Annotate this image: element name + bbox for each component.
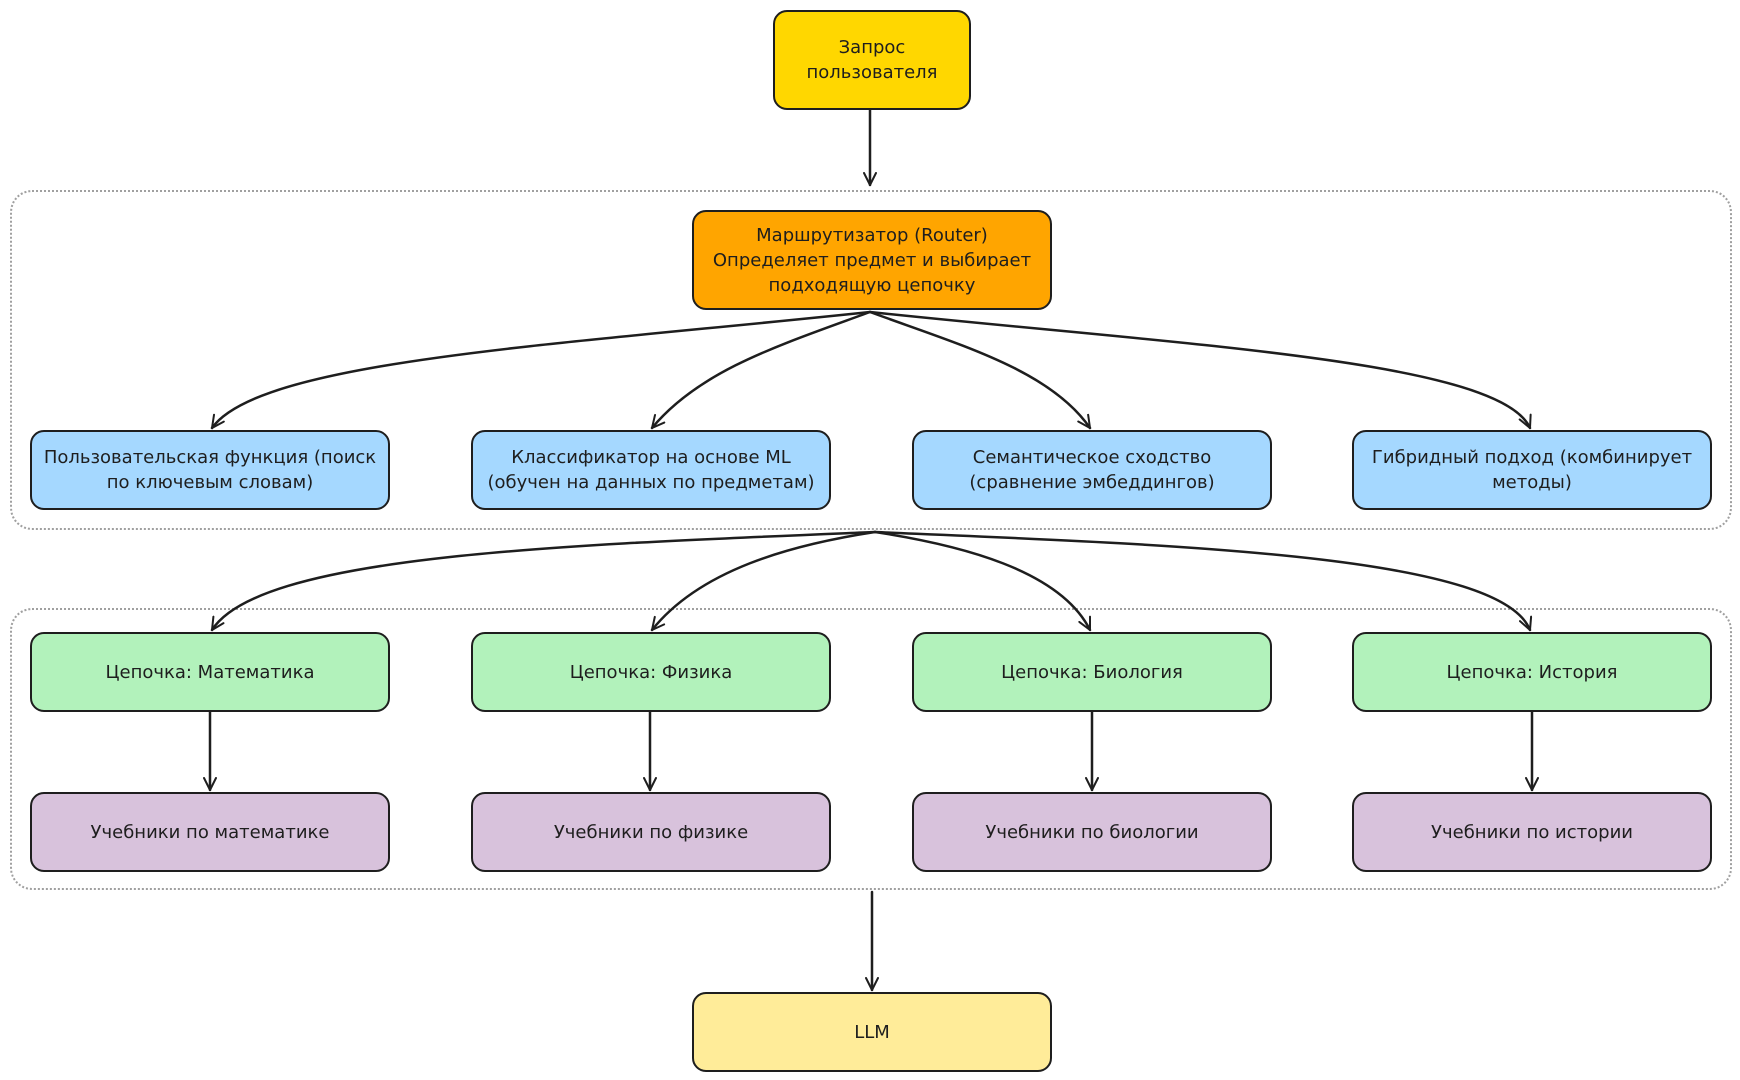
method-keyword-function-node: Пользовательская функция (поиск по ключе…: [30, 430, 390, 510]
method-ml-classifier-node: Классификатор на основе ML (обучен на да…: [471, 430, 831, 510]
chain-biology-node: Цепочка: Биология: [912, 632, 1272, 712]
router-node: Маршрутизатор (Router) Определяет предме…: [692, 210, 1052, 310]
chain-physics-node: Цепочка: Физика: [471, 632, 831, 712]
edge-methods-chain-4: [873, 530, 1533, 632]
user-query-node: Запрос пользователя: [773, 10, 971, 110]
edge-router-method-2: [650, 310, 872, 430]
chain-history-node: Цепочка: История: [1352, 632, 1712, 712]
llm-node: LLM: [692, 992, 1052, 1072]
edge-router-method-4: [868, 310, 1532, 430]
textbooks-biology-node: Учебники по биологии: [912, 792, 1272, 872]
edge-router-method-1: [210, 310, 872, 430]
method-hybrid-node: Гибридный подход (комбинирует методы): [1352, 430, 1712, 510]
textbooks-math-node: Учебники по математике: [30, 792, 390, 872]
textbooks-history-node: Учебники по истории: [1352, 792, 1712, 872]
edge-methods-chain-2: [650, 530, 877, 632]
chain-math-node: Цепочка: Математика: [30, 632, 390, 712]
edge-router-method-3: [868, 310, 1092, 430]
edge-methods-chain-1: [210, 530, 877, 632]
chains-group: [10, 608, 1732, 890]
method-semantic-similarity-node: Семантическое сходство (сравнение эмбедд…: [912, 430, 1272, 510]
methods-group: [10, 190, 1732, 530]
edge-methods-chain-3: [873, 530, 1092, 632]
textbooks-physics-node: Учебники по физике: [471, 792, 831, 872]
